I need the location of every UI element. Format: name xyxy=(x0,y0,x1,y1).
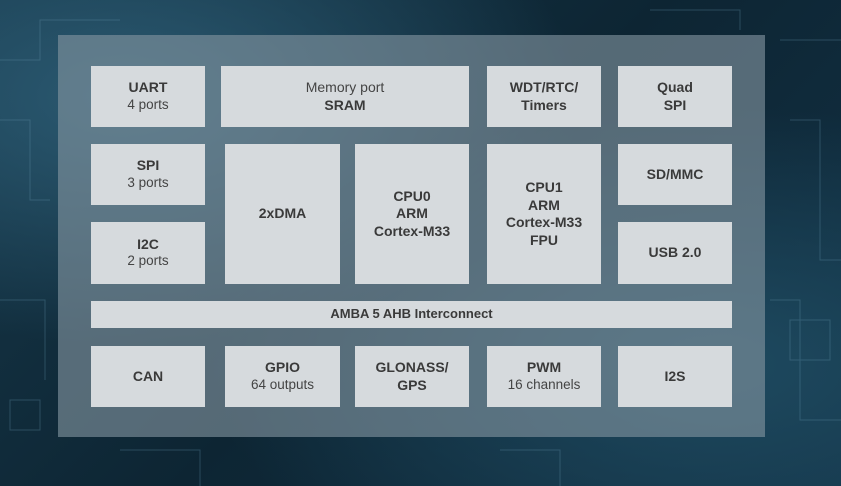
i2s-block: I2S xyxy=(618,346,732,407)
gpio-block: GPIO 64 outputs xyxy=(225,346,340,407)
cpu1-line3: Cortex-M33 xyxy=(505,214,583,230)
memory-port-block: Memory port SRAM xyxy=(221,66,469,127)
qspi-line2: SPI xyxy=(663,96,687,113)
quad-spi-block: Quad SPI xyxy=(618,66,732,127)
amba-interconnect-bar: AMBA 5 AHB Interconnect xyxy=(91,301,732,328)
gpio-detail: 64 outputs xyxy=(250,376,315,392)
pwm-name: PWM xyxy=(526,359,562,376)
uart-detail: 4 ports xyxy=(127,96,169,112)
amba-name: AMBA 5 AHB Interconnect xyxy=(330,306,493,322)
can-name: CAN xyxy=(132,367,164,384)
wdt-rtc-timers-block: WDT/RTC/ Timers xyxy=(487,66,601,127)
cpu0-line1: CPU0 xyxy=(393,187,431,204)
glonass-line2: GPS xyxy=(397,376,427,393)
uart-block: UART 4 ports xyxy=(91,66,205,127)
gpio-name: GPIO xyxy=(264,359,300,376)
i2s-name: I2S xyxy=(664,367,686,384)
dma-name: 2xDMA xyxy=(258,205,307,222)
spi-name: SPI xyxy=(136,157,160,174)
cpu0-block: CPU0 ARM Cortex-M33 xyxy=(355,144,469,284)
cpu0-line2: ARM xyxy=(396,205,428,222)
cpu1-block: CPU1 ARM Cortex-M33 FPU xyxy=(487,144,601,284)
glonass-line1: GLONASS/ xyxy=(375,359,449,375)
cpu1-line2: ARM xyxy=(528,196,560,213)
wdt-line2: Timers xyxy=(521,96,567,113)
qspi-line1: Quad xyxy=(657,79,693,95)
cpu1-line4: FPU xyxy=(530,231,558,248)
glonass-gps-block: GLONASS/ GPS xyxy=(355,346,469,407)
pwm-block: PWM 16 channels xyxy=(487,346,601,407)
memory-port-title: Memory port xyxy=(305,79,385,95)
spi-detail: 3 ports xyxy=(127,174,169,190)
uart-name: UART xyxy=(128,79,168,96)
sd-mmc-block: SD/MMC xyxy=(618,144,732,205)
wdt-line1: WDT/RTC/ xyxy=(509,79,579,95)
i2c-detail: 2 ports xyxy=(127,253,169,269)
usb-name: USB 2.0 xyxy=(648,244,702,261)
memory-port-name: SRAM xyxy=(324,96,366,113)
cpu1-line1: CPU1 xyxy=(525,179,563,195)
pwm-detail: 16 channels xyxy=(507,376,581,392)
sdmmc-name: SD/MMC xyxy=(646,165,704,182)
i2c-block: I2C 2 ports xyxy=(91,222,205,284)
can-block: CAN xyxy=(91,346,205,407)
cpu0-line3: Cortex-M33 xyxy=(373,222,451,239)
dma-block: 2xDMA xyxy=(225,144,340,284)
usb-block: USB 2.0 xyxy=(618,222,732,284)
spi-block: SPI 3 ports xyxy=(91,144,205,205)
i2c-name: I2C xyxy=(137,235,159,252)
